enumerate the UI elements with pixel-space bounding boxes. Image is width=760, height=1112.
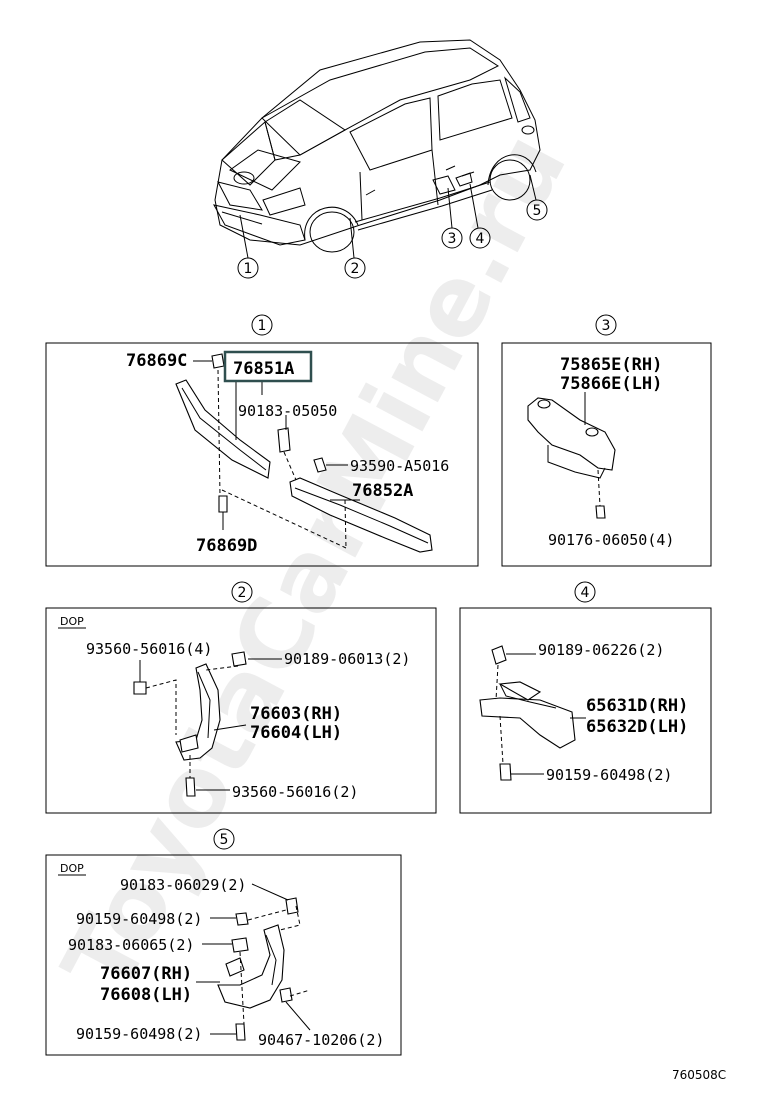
group-3-panel <box>501 342 712 567</box>
group-4-drawing <box>479 645 586 781</box>
part-label-90159-60498[interactable]: 90159-60498(2) <box>546 766 672 784</box>
part-label-75865E[interactable]: 75865E(RH) <box>560 355 662 375</box>
part-label-90159-60498-a[interactable]: 90159-60498(2) <box>76 910 202 928</box>
part-label-76852A[interactable]: 76852A <box>352 481 413 501</box>
part-label-90183-06065[interactable]: 90183-06065(2) <box>68 936 194 954</box>
diagram-code: 760508C <box>672 1068 726 1082</box>
part-label-93560-56016-4[interactable]: 93560-56016(4) <box>86 640 212 658</box>
callout-number: 2 <box>351 261 360 277</box>
group-4-panel <box>459 607 712 814</box>
group-2-drawing <box>133 651 282 797</box>
part-label-76869D[interactable]: 76869D <box>196 536 257 556</box>
group-number: 5 <box>220 832 229 848</box>
car-callout-4[interactable]: 4 <box>469 227 491 249</box>
part-label-76869C[interactable]: 76869C <box>126 351 187 371</box>
callout-number: 1 <box>244 261 253 277</box>
part-label-76603[interactable]: 76603(RH) <box>250 704 342 724</box>
part-label-93590-A5016[interactable]: 93590-A5016 <box>350 457 449 475</box>
group-2-header: 2 <box>231 581 253 603</box>
group-number: 4 <box>581 585 590 601</box>
car-callout-5[interactable]: 5 <box>526 199 548 221</box>
car-callout-2[interactable]: 2 <box>344 257 366 279</box>
part-label-90189-06013[interactable]: 90189-06013(2) <box>284 650 410 668</box>
group-3-header: 3 <box>595 314 617 336</box>
part-label-65632D[interactable]: 65632D(LH) <box>586 717 688 737</box>
group-number: 2 <box>238 585 247 601</box>
part-label-90176-06050[interactable]: 90176-06050(4) <box>548 531 674 549</box>
part-label-65631D[interactable]: 65631D(RH) <box>586 696 688 716</box>
group-1-header: 1 <box>251 314 273 336</box>
part-label-76604[interactable]: 76604(LH) <box>250 723 342 743</box>
group-3-drawing <box>527 392 616 519</box>
part-label-90183-06029[interactable]: 90183-06029(2) <box>120 876 246 894</box>
part-label-76607[interactable]: 76607(RH) <box>100 964 192 984</box>
group-1-drawing <box>175 353 433 553</box>
car-callout-3[interactable]: 3 <box>441 227 463 249</box>
group-5-panel <box>45 854 402 1056</box>
part-label-90159-60498-b[interactable]: 90159-60498(2) <box>76 1025 202 1043</box>
part-label-90189-06226[interactable]: 90189-06226(2) <box>538 641 664 659</box>
highlighted-part-box <box>223 350 313 383</box>
callout-number: 4 <box>476 231 485 247</box>
group-number: 1 <box>258 318 267 334</box>
dop-label: DOP <box>60 615 84 628</box>
callout-number: 3 <box>448 231 457 247</box>
part-label-90183-05050[interactable]: 90183-05050 <box>238 402 337 420</box>
part-label-76608[interactable]: 76608(LH) <box>100 985 192 1005</box>
part-label-93560-56016-2[interactable]: 93560-56016(2) <box>232 783 358 801</box>
part-label-90467-10206[interactable]: 90467-10206(2) <box>258 1031 384 1049</box>
group-5-header: 5 <box>213 828 235 850</box>
dop-label: DOP <box>60 862 84 875</box>
group-2-panel <box>45 607 437 814</box>
part-label-75866E[interactable]: 75866E(LH) <box>560 374 662 394</box>
callout-number: 5 <box>533 203 542 219</box>
group-1-panel <box>45 342 479 567</box>
group-4-header: 4 <box>574 581 596 603</box>
part-label-76851A[interactable]: 76851A <box>233 359 294 379</box>
car-callout-1[interactable]: 1 <box>237 257 259 279</box>
group-number: 3 <box>602 318 611 334</box>
group-5-drawing <box>196 883 311 1041</box>
car-illustration <box>213 39 541 259</box>
